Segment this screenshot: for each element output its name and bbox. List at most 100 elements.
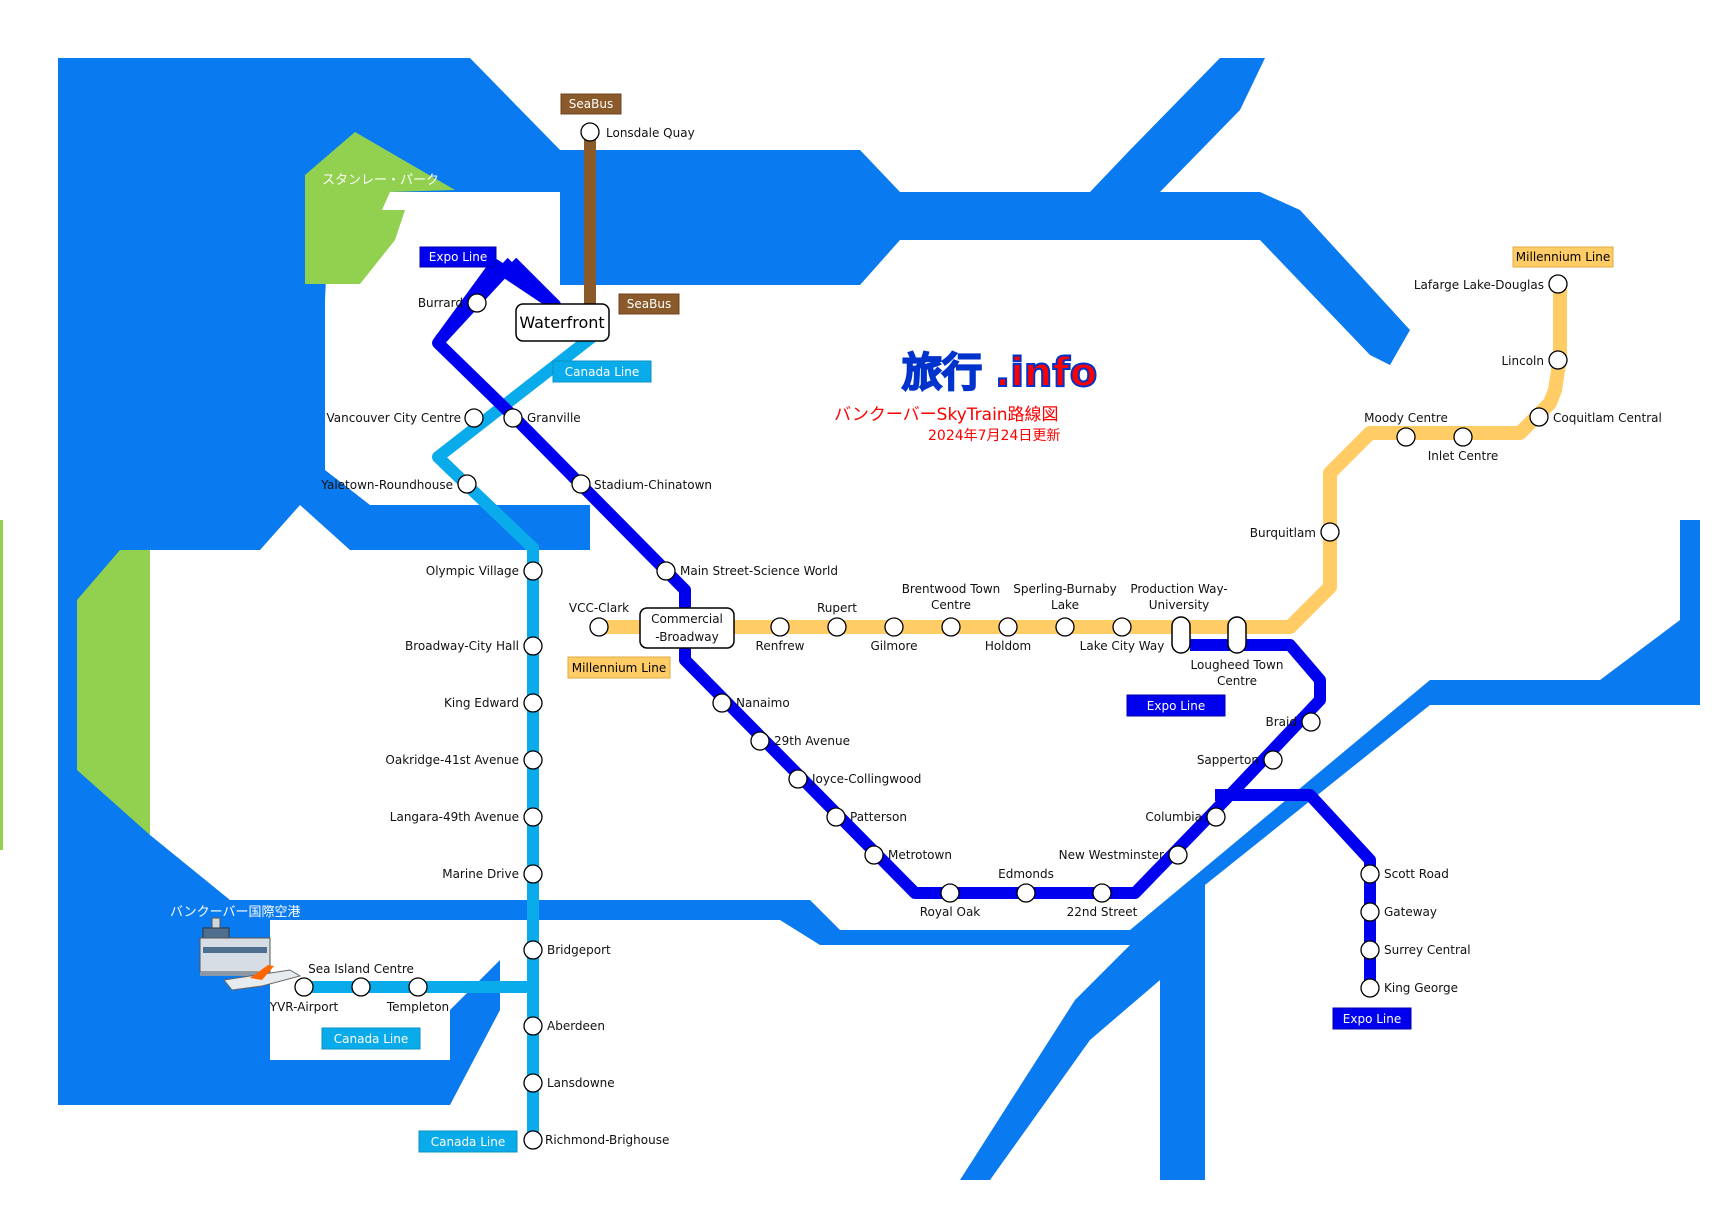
station-dot-sapperton[interactable] xyxy=(1263,750,1283,770)
station-dot-bridgeport[interactable] xyxy=(523,940,543,960)
map-subtitle: バンクーバーSkyTrain路線図 xyxy=(834,405,1059,425)
station-dot-royal-oak[interactable] xyxy=(940,883,960,903)
label-braid: Braid xyxy=(1266,715,1297,729)
station-dot-gilmore[interactable] xyxy=(884,617,904,637)
station-dot-aberdeen[interactable] xyxy=(523,1016,543,1036)
logo-kanji: 旅行 xyxy=(902,350,982,396)
station-dot-edmonds[interactable] xyxy=(1016,883,1036,903)
label-scott-road: Scott Road xyxy=(1384,867,1449,881)
station-dot-inlet[interactable] xyxy=(1453,427,1473,447)
station-dot-yvr[interactable] xyxy=(294,977,314,997)
tag-millennium-mid: Millennium Line xyxy=(567,656,671,679)
tag-seabus-mid: SeaBus xyxy=(618,293,680,315)
station-dot-29th[interactable] xyxy=(750,731,770,751)
label-metrotown: Metrotown xyxy=(888,848,952,862)
tag-expo-top: Expo Line xyxy=(419,246,497,268)
stanley-park-label: スタンレー・パーク xyxy=(322,173,439,188)
station-dot-new-west[interactable] xyxy=(1168,845,1188,865)
station-dot-richmond[interactable] xyxy=(523,1130,543,1150)
label-vcc-clark: VCC-Clark xyxy=(569,601,629,615)
svg-text:Expo Line: Expo Line xyxy=(1147,699,1205,713)
station-dot-broadway-city-hall[interactable] xyxy=(523,636,543,656)
label-22nd: 22nd Street xyxy=(1067,905,1138,919)
expo-route-surrey xyxy=(1215,789,1376,987)
station-dot-lake-city[interactable] xyxy=(1112,617,1132,637)
label-king-edward: King Edward xyxy=(444,696,519,710)
station-dot-holdom[interactable] xyxy=(998,617,1018,637)
label-olympic-village: Olympic Village xyxy=(426,564,519,578)
station-commercial-broadway[interactable]: Commercial -Broadway xyxy=(639,607,735,649)
station-dot-olympic-village[interactable] xyxy=(523,561,543,581)
site-logo: 旅行 .info バンクーバーSkyTrain路線図 2024年7月24日更新 xyxy=(834,349,1098,444)
station-dot-brentwood[interactable] xyxy=(941,617,961,637)
station-dot-coquitlam[interactable] xyxy=(1529,407,1549,427)
label-lansdowne: Lansdowne xyxy=(547,1076,615,1090)
station-dot-oakridge[interactable] xyxy=(523,750,543,770)
station-waterfront[interactable]: Waterfront xyxy=(515,303,610,342)
station-dot-granville[interactable] xyxy=(503,408,523,428)
station-dot-lincoln[interactable] xyxy=(1548,350,1568,370)
station-dot-king-george[interactable] xyxy=(1360,978,1380,998)
station-dot-yaletown[interactable] xyxy=(457,474,477,494)
label-brentwood-1: Brentwood Town xyxy=(902,582,1001,596)
label-new-west: New Westminster xyxy=(1059,848,1164,862)
station-dot-22nd[interactable] xyxy=(1092,883,1112,903)
label-lake-city: Lake City Way xyxy=(1080,639,1165,653)
label-joyce: Joyce-Collingwood xyxy=(811,772,921,786)
station-dot-main-street[interactable] xyxy=(656,561,676,581)
station-dot-lafarge[interactable] xyxy=(1548,274,1568,294)
station-dot-marine-drive[interactable] xyxy=(523,864,543,884)
station-production-way[interactable] xyxy=(1171,616,1191,654)
label-inlet: Inlet Centre xyxy=(1428,449,1499,463)
label-burrard: Burrard xyxy=(418,296,463,310)
station-dot-templeton[interactable] xyxy=(408,977,428,997)
station-dot-gateway[interactable] xyxy=(1360,902,1380,922)
station-dot-renfrew[interactable] xyxy=(770,617,790,637)
water-areas xyxy=(58,58,1700,1180)
station-dot-patterson[interactable] xyxy=(826,807,846,827)
label-lougheed-1: Lougheed Town xyxy=(1191,658,1284,672)
label-broadway-city-hall: Broadway-City Hall xyxy=(405,639,519,653)
station-dot-metrotown[interactable] xyxy=(864,845,884,865)
label-sea-island: Sea Island Centre xyxy=(308,962,414,976)
line-millennium xyxy=(600,284,1567,634)
station-dot-sperling[interactable] xyxy=(1055,617,1075,637)
label-bridgeport: Bridgeport xyxy=(547,943,611,957)
label-nanaimo: Nanaimo xyxy=(736,696,790,710)
station-dot-king-edward[interactable] xyxy=(523,693,543,713)
station-dot-burrard[interactable] xyxy=(467,293,487,313)
station-dot-vcc-clark[interactable] xyxy=(589,617,609,637)
water-indian-arm xyxy=(1090,58,1265,192)
station-dot-burquitlam[interactable] xyxy=(1320,522,1340,542)
label-coquitlam: Coquitlam Central xyxy=(1553,411,1662,425)
station-dot-sea-island[interactable] xyxy=(351,977,371,997)
station-dot-stadium[interactable] xyxy=(571,474,591,494)
label-stadium: Stadium-Chinatown xyxy=(594,478,712,492)
svg-text:Canada Line: Canada Line xyxy=(565,365,639,379)
station-dot-rupert[interactable] xyxy=(827,617,847,637)
svg-text:SeaBus: SeaBus xyxy=(627,297,671,311)
station-dot-surrey-central[interactable] xyxy=(1360,940,1380,960)
label-gilmore: Gilmore xyxy=(870,639,917,653)
station-dot-nanaimo[interactable] xyxy=(712,693,732,713)
station-dot-scott-road[interactable] xyxy=(1360,864,1380,884)
station-lougheed[interactable] xyxy=(1227,616,1247,654)
svg-text:Millennium Line: Millennium Line xyxy=(572,661,666,675)
label-sperling-1: Sperling-Burnaby xyxy=(1013,582,1117,596)
label-aberdeen: Aberdeen xyxy=(547,1019,605,1033)
label-yvr: YVR-Airport xyxy=(269,1000,339,1014)
station-dot-braid[interactable] xyxy=(1301,712,1321,732)
station-dot-lansdowne[interactable] xyxy=(523,1073,543,1093)
station-dot-lonsdale[interactable] xyxy=(580,122,600,142)
label-vancouver-city-centre: Vancouver City Centre xyxy=(327,411,461,425)
station-dot-joyce[interactable] xyxy=(788,769,808,789)
station-dot-moody[interactable] xyxy=(1396,427,1416,447)
tag-expo-mid: Expo Line xyxy=(1126,694,1226,717)
label-renfrew: Renfrew xyxy=(756,639,805,653)
station-dot-vancouver-city-centre[interactable] xyxy=(464,408,484,428)
station-dot-columbia[interactable] xyxy=(1206,807,1226,827)
label-marine-drive: Marine Drive xyxy=(442,867,519,881)
svg-text:Canada Line: Canada Line xyxy=(431,1135,505,1149)
station-dot-langara[interactable] xyxy=(523,807,543,827)
